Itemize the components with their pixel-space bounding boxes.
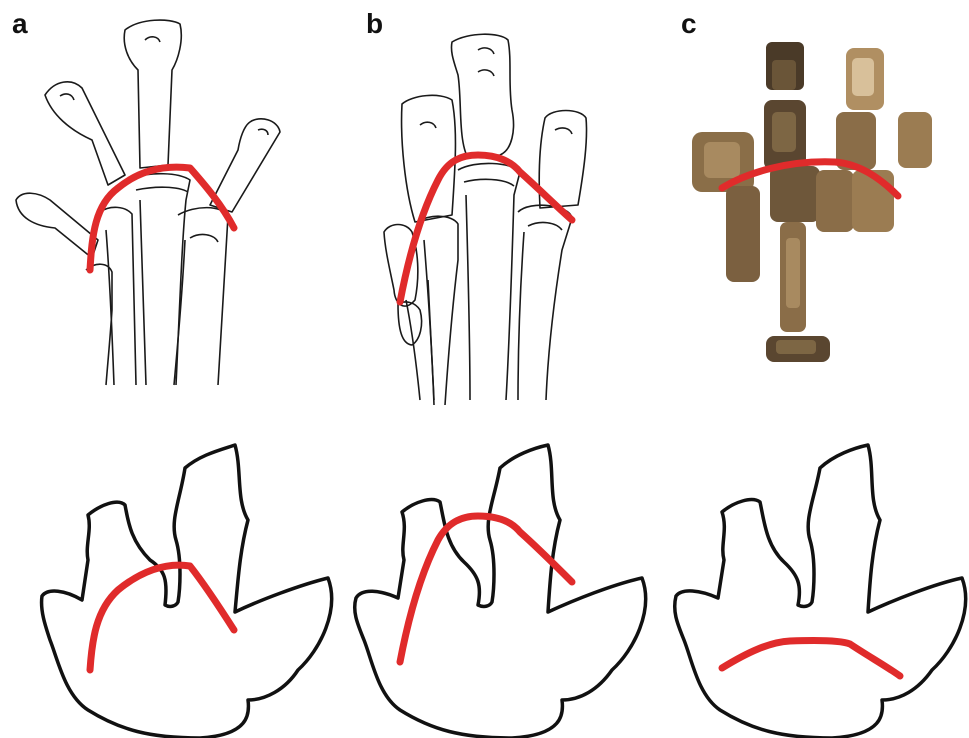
- panel-c-footprint-outline: [675, 445, 966, 738]
- panel-a-metacarpal-1: [86, 264, 112, 385]
- panel-a-skeleton: [16, 20, 280, 385]
- panel-label-a: a: [12, 10, 28, 38]
- panel-b-metacarpal-1: [406, 280, 434, 400]
- panel-b-footprint-outline: [355, 445, 646, 738]
- panel-a-footprint-arch-line: [90, 565, 234, 670]
- panel-a-digit-1: [16, 193, 98, 258]
- panel-a-footprint-outline: [42, 445, 332, 738]
- panel-b-metacarpal-3: [458, 163, 520, 400]
- panel-a-metacarpal-3: [133, 174, 190, 385]
- panel-label-c: c: [681, 10, 697, 38]
- panel-b-footprint-arch-line: [400, 516, 572, 662]
- panel-b-metacarpal-2: [418, 216, 458, 405]
- panel-a-digit-3: [124, 20, 181, 168]
- panel-b-arch-line: [400, 155, 572, 302]
- panel-a-metacarpal-2: [100, 207, 136, 385]
- panel-b-skeleton: [384, 34, 587, 405]
- panel-c-fossil: [692, 42, 932, 362]
- panel-a-digit-4: [210, 119, 280, 212]
- panel-label-b: b: [366, 10, 383, 38]
- panel-b-digit-3: [451, 34, 513, 158]
- panel-c-footprint-arch-line: [722, 640, 900, 676]
- panel-a-digit-2: [45, 82, 125, 185]
- panel-b-metacarpal-4: [518, 205, 572, 400]
